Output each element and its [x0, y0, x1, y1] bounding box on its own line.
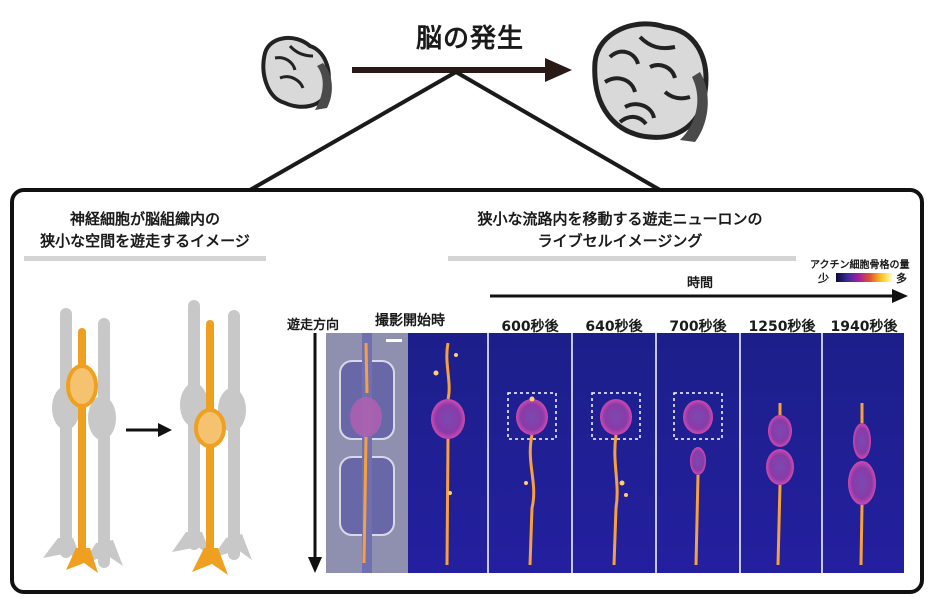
- frame-label-600: 600秒後: [501, 319, 559, 335]
- left-caption-rule: [24, 256, 266, 261]
- right-caption-rule: [448, 256, 796, 261]
- micrograph-strip: [326, 333, 904, 573]
- frame-label-start: 撮影開始時: [375, 313, 445, 329]
- micrograph-brightfield-panel: [326, 333, 408, 573]
- colorbar: [836, 273, 892, 282]
- colorbar-high-label: 多: [896, 272, 907, 285]
- right-caption-line2: ライブセルイメージング: [537, 232, 703, 250]
- left-caption-line2: 狭小な空間を遊走するイメージ: [40, 232, 250, 250]
- frame-label-1250: 1250秒後: [748, 319, 816, 335]
- title: 脳の発生: [415, 24, 524, 54]
- colorbar-title: アクチン細胞骨格の量: [810, 260, 910, 271]
- time-axis-arrow: [490, 289, 908, 303]
- small-brain-icon: [261, 36, 332, 110]
- colorbar-low-label: 少: [818, 272, 829, 285]
- direction-arrow: [308, 333, 322, 573]
- right-caption-line1: 狭小な流路内を移動する遊走ニューロンの: [477, 210, 763, 228]
- frame-label-700: 700秒後: [669, 319, 727, 335]
- frame-label-640: 640秒後: [585, 319, 643, 335]
- detail-frame: [10, 188, 924, 594]
- neuron-illustration-before: [43, 308, 123, 573]
- time-axis-label: 時間: [686, 276, 713, 291]
- direction-label: 遊走方向: [286, 318, 339, 333]
- neuron-illustration-after: [172, 300, 252, 575]
- development-arrow: [249, 58, 662, 192]
- large-brain-icon: [592, 21, 709, 142]
- frame-label-1940: 1940秒後: [830, 319, 898, 335]
- left-caption-line1: 神経細胞が脳組織内の: [69, 210, 220, 228]
- micrograph-fluorescence-panels: [408, 333, 904, 573]
